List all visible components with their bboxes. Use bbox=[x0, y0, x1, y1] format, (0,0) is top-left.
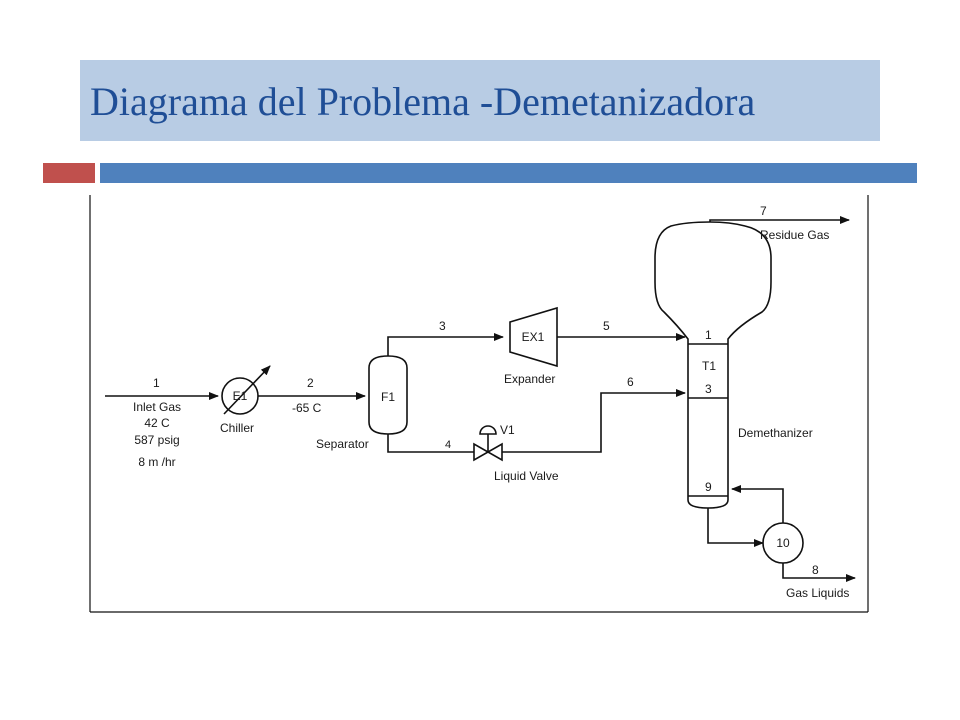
stream-6-number: 6 bbox=[627, 375, 634, 389]
stream-4-number: 4 bbox=[445, 439, 451, 451]
bottoms-line bbox=[707, 508, 764, 547]
stream-3-line bbox=[387, 333, 504, 356]
tray-3-number: 3 bbox=[705, 382, 712, 396]
stream-8-line bbox=[782, 563, 856, 582]
demethanizer-column bbox=[654, 221, 772, 509]
liquid-valve-symbol bbox=[473, 442, 503, 462]
stream-7-line bbox=[709, 216, 850, 224]
accent-bar-blue bbox=[100, 163, 917, 183]
reboiler-return-line bbox=[731, 485, 784, 523]
separator-label: Separator bbox=[316, 437, 369, 451]
inlet-flow-label: 8 m /hr bbox=[138, 455, 175, 469]
process-flow-diagram: 1 Inlet Gas 42 C 587 psig 8 m /hr E1 Chi… bbox=[85, 190, 875, 615]
separator-vessel bbox=[368, 355, 408, 435]
column-label: Demethanizer bbox=[738, 426, 813, 440]
valve-label: Liquid Valve bbox=[494, 469, 559, 483]
expander-label: Expander bbox=[504, 372, 555, 386]
chiller-label: Chiller bbox=[220, 421, 254, 435]
reboiler-id: 10 bbox=[776, 536, 790, 550]
valve-actuator bbox=[479, 425, 497, 435]
stream-2-temp: -65 C bbox=[292, 401, 322, 415]
slide-title: Diagrama del Problema -Demetanizadora bbox=[90, 79, 756, 124]
tray-1-number: 1 bbox=[705, 328, 712, 342]
accent-bar-red bbox=[43, 163, 95, 183]
expander-id: EX1 bbox=[522, 330, 545, 344]
inlet-temp-label: 42 C bbox=[144, 416, 170, 430]
stream-8-number: 8 bbox=[812, 563, 819, 577]
stream-4-line bbox=[387, 434, 474, 453]
inlet-gas-label: Inlet Gas bbox=[133, 400, 181, 414]
stream-2-number: 2 bbox=[307, 376, 314, 390]
column-id: T1 bbox=[702, 359, 716, 373]
inlet-pressure-label: 587 psig bbox=[134, 433, 179, 447]
diagram-svg: 1 Inlet Gas 42 C 587 psig 8 m /hr E1 Chi… bbox=[89, 195, 869, 613]
chiller-id: E1 bbox=[233, 389, 248, 403]
chiller-adjust-arrow bbox=[223, 365, 271, 415]
residue-gas-label: Residue Gas bbox=[760, 228, 829, 242]
tray-9-number: 9 bbox=[705, 480, 712, 494]
stream-7-number: 7 bbox=[760, 204, 767, 218]
separator-id: F1 bbox=[381, 390, 395, 404]
stream-5-number: 5 bbox=[603, 319, 610, 333]
gas-liquids-label: Gas Liquids bbox=[786, 586, 849, 600]
expander-symbol bbox=[509, 306, 558, 368]
stream-3-number: 3 bbox=[439, 319, 446, 333]
stream-6-line bbox=[502, 389, 686, 453]
stream-1-number: 1 bbox=[153, 376, 160, 390]
title-box: Diagrama del Problema -Demetanizadora bbox=[80, 60, 880, 141]
valve-id: V1 bbox=[500, 423, 515, 437]
